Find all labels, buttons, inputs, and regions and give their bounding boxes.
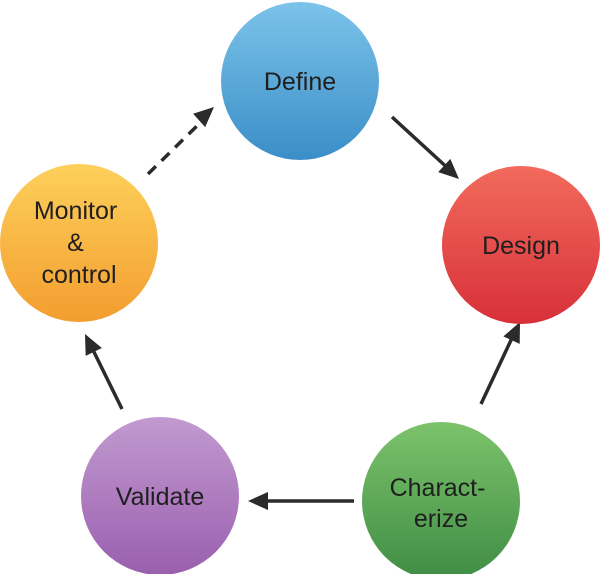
- node-design-label: Design: [482, 232, 560, 260]
- node-characterize-label: Charact- erize: [390, 474, 493, 533]
- node-validate: Validate: [81, 417, 239, 574]
- node-define-label: Define: [264, 68, 336, 96]
- arrow-define-to-design: [390, 115, 459, 179]
- node-validate-label: Validate: [116, 483, 205, 511]
- arrow-validate-to-monitor: [85, 334, 124, 410]
- arrow-monitor-to-define-dashed: [146, 107, 214, 176]
- node-monitor-label: Monitor & control: [34, 197, 124, 289]
- arrow-characterize-to-validate: [248, 492, 354, 510]
- arrows-group: [85, 107, 520, 510]
- node-characterize: Charact- erize: [362, 422, 520, 574]
- node-design: Design: [442, 166, 600, 324]
- node-define: Define: [221, 2, 379, 160]
- arrow-characterize-to-design: [479, 322, 520, 405]
- node-monitor: Monitor & control: [0, 164, 158, 322]
